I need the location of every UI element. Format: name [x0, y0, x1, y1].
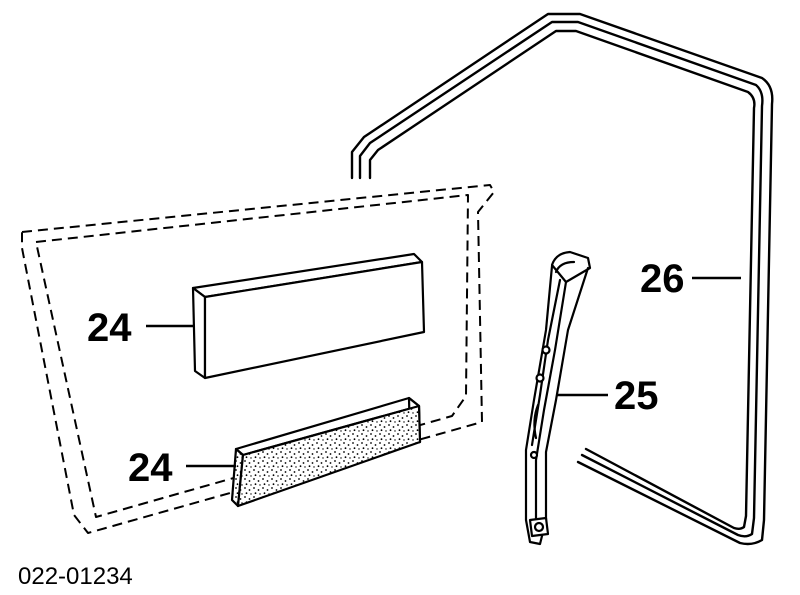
upper-pad-part — [191, 252, 426, 380]
door-panel-outline — [21, 184, 495, 534]
lower-pad-part — [230, 396, 422, 508]
callout-label-regulator: 25 — [614, 374, 659, 418]
figure-reference-code: 022-01234 — [18, 563, 133, 590]
leader-lines — [146, 276, 741, 468]
callout-label-lower-pad: 24 — [128, 446, 173, 490]
window-regulator-part — [524, 250, 592, 546]
callout-label-upper-pad: 24 — [87, 306, 132, 350]
callout-label-weatherstrip: 26 — [640, 257, 685, 301]
door-weatherstrip-part — [350, 12, 774, 546]
